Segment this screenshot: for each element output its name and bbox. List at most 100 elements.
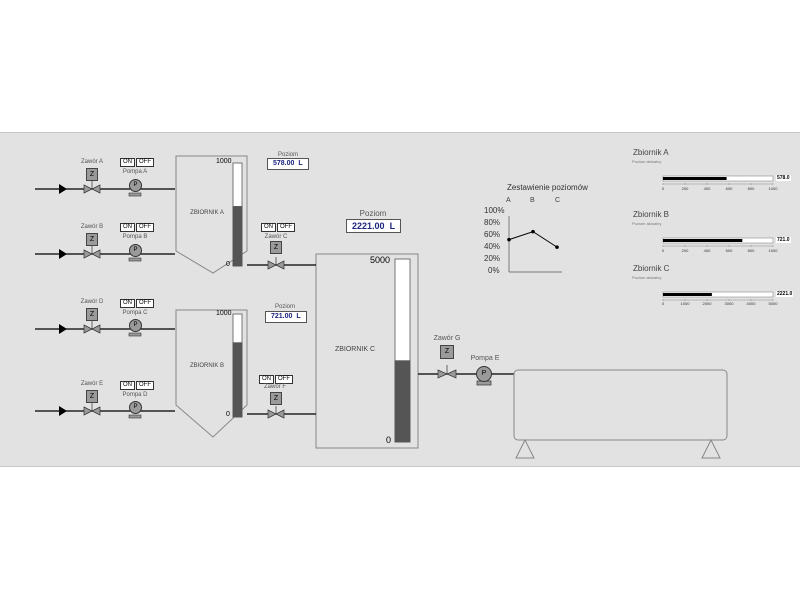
tank-b-level-value: 721.00: [271, 313, 293, 320]
tank-a-scale-min: 0: [226, 261, 230, 268]
chart-series-line: [508, 231, 558, 248]
bar-graphs: [662, 175, 774, 301]
vessel-supports: [515, 438, 721, 459]
bar-c-value: 2221.0: [776, 291, 794, 297]
arrow-icon: [59, 324, 67, 334]
arrow-icon: [59, 249, 67, 259]
valve-g-button[interactable]: Z: [440, 345, 454, 359]
bar-c-tick: 3000: [724, 301, 734, 306]
valve-icon[interactable]: [267, 406, 285, 419]
bar-c-tick: 1000: [680, 301, 690, 306]
chart-category-label: C: [555, 197, 561, 204]
off-button[interactable]: OFF: [136, 158, 154, 167]
valve-e-button[interactable]: Z: [86, 390, 98, 403]
bar-fill: [663, 177, 727, 180]
valve-icon[interactable]: [83, 403, 101, 416]
on-button[interactable]: ON: [261, 223, 276, 232]
off-button[interactable]: OFF: [277, 223, 295, 232]
valve-icon[interactable]: [83, 321, 101, 334]
tank-b-level-fill: [232, 342, 243, 418]
bar-c-tick: 4000: [746, 301, 756, 306]
valve-f-button[interactable]: Z: [270, 392, 282, 405]
bar-b-tick: 0: [661, 248, 665, 253]
flow-arrows: [59, 184, 67, 416]
off-button[interactable]: OFF: [136, 223, 154, 232]
bar-b-tick: 1000: [768, 248, 778, 253]
valve-a-button[interactable]: Z: [86, 168, 98, 181]
inlet-pipes: [35, 188, 175, 412]
tank-c-scale-max: 5000: [370, 255, 391, 265]
bar-c-tick: 2000: [702, 301, 712, 306]
tank-a-level-label: Poziom: [277, 152, 299, 158]
final-vessel: [513, 369, 728, 441]
chart-title: Zestawienie poziomów: [507, 183, 588, 192]
valve-d-button[interactable]: Z: [86, 308, 98, 321]
bar-b-tick: 400: [703, 248, 711, 253]
unit: L: [298, 160, 303, 167]
tank-b-level-display: 721.00 L: [265, 311, 307, 323]
valve-icon[interactable]: [83, 181, 101, 194]
pump-e-icon[interactable]: P: [476, 366, 492, 382]
bar-b-title: Zbiornik B: [633, 210, 670, 219]
chart-point: [531, 229, 535, 234]
valve-icon[interactable]: [437, 365, 457, 379]
on-button[interactable]: ON: [259, 375, 274, 384]
tank-a-body: [175, 155, 248, 274]
on-button[interactable]: ON: [120, 381, 135, 390]
level-chart: [507, 216, 562, 273]
chart-point: [507, 237, 511, 242]
bar-a-tick: 1000: [768, 186, 778, 191]
tank-b-name: ZBIORNIK B: [189, 363, 225, 369]
valve-f-label: Zawór F: [263, 384, 287, 390]
pump-e-label: Pompa E: [470, 355, 500, 362]
off-button[interactable]: OFF: [136, 299, 154, 308]
tank-a-level-display: 578.00 L: [267, 158, 309, 170]
tank-c-level-fill: [394, 360, 411, 443]
chart-point: [555, 245, 559, 249]
pump-b-icon[interactable]: P: [129, 244, 142, 257]
bar-c-title: Zbiornik C: [633, 264, 670, 273]
pump-c-icon[interactable]: P: [129, 319, 142, 332]
bar-b-tick: 200: [681, 248, 689, 253]
valve-c-button[interactable]: Z: [270, 241, 282, 254]
chart-y-tick: 100%: [484, 206, 505, 215]
tank-a-level-value: 578.00: [273, 160, 295, 167]
tank-a-scale-max: 1000: [216, 158, 232, 165]
arrow-icon: [59, 406, 67, 416]
chart-y-tick: 80%: [484, 218, 501, 227]
tank-c-scale-min: 0: [386, 435, 392, 445]
on-button[interactable]: ON: [120, 158, 135, 167]
valve-a-label: Zawór A: [80, 159, 104, 165]
off-button[interactable]: OFF: [275, 375, 293, 384]
off-button[interactable]: OFF: [136, 381, 154, 390]
pump-a-icon[interactable]: P: [129, 179, 142, 192]
valve-icon[interactable]: [83, 246, 101, 259]
chart-category-label: B: [530, 197, 535, 204]
tank-b-scale-max: 1000: [216, 310, 232, 317]
valve-b-button[interactable]: Z: [86, 233, 98, 246]
valve-e-label: Zawór E: [80, 381, 104, 387]
tank-a-name: ZBIORNIK A: [190, 210, 224, 216]
on-button[interactable]: ON: [120, 299, 135, 308]
bar-fill: [663, 293, 712, 296]
valve-icon[interactable]: [267, 257, 285, 270]
bar-a-tick: 800: [747, 186, 755, 191]
valve-b-label: Zawór B: [80, 224, 104, 230]
tank-c-level-display: 2221.00 L: [346, 219, 402, 233]
bar-a-tick: 0: [661, 186, 665, 191]
bar-b-tick: 800: [747, 248, 755, 253]
bar-a-tick: 400: [703, 186, 711, 191]
bar-c-tick: 5000: [768, 301, 778, 306]
on-button[interactable]: ON: [120, 223, 135, 232]
pump-d-icon[interactable]: P: [129, 401, 142, 414]
bar-a-subtitle: Poziom aktualny: [632, 159, 662, 164]
arrow-icon: [59, 184, 67, 194]
bar-a-tick: 600: [725, 186, 733, 191]
chart-y-tick: 40%: [484, 242, 501, 251]
